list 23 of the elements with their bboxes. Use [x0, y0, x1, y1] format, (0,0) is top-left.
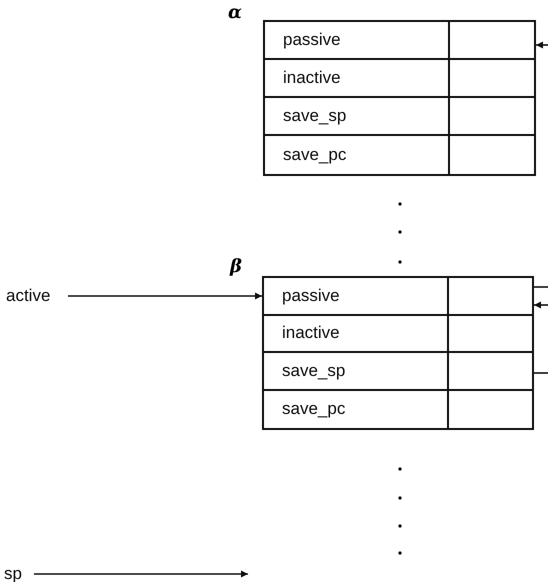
field-name: save_pc: [282, 399, 346, 420]
value-field: [447, 278, 532, 316]
pointer-arrow: [34, 570, 248, 578]
field-name: passive: [282, 286, 340, 306]
value-field: [448, 60, 534, 98]
record-box: [263, 20, 536, 176]
pointer-label: active: [6, 286, 50, 305]
pointer-arrow: [68, 292, 262, 300]
field-name: inactive: [282, 323, 340, 344]
record-box: [262, 276, 534, 430]
record-label: α: [228, 2, 242, 23]
field-name: passive: [283, 30, 341, 50]
value-field: [448, 98, 534, 136]
field-name: save_sp: [283, 106, 346, 126]
pointer-arrow: [534, 302, 548, 308]
value-field: [448, 22, 534, 60]
record-label: β: [230, 256, 242, 277]
value-field: [447, 316, 532, 353]
field-name: save_sp: [282, 360, 346, 381]
field-name: inactive: [283, 68, 341, 88]
value-field: [447, 353, 532, 390]
pointer-arrow: [536, 42, 548, 48]
field-name: save_pc: [283, 145, 346, 165]
